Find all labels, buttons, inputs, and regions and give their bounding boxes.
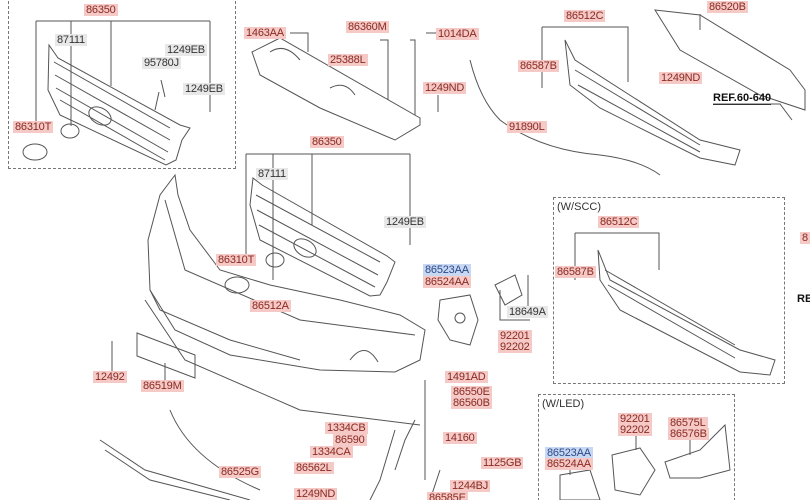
part-label[interactable]: 86525G xyxy=(219,466,261,478)
part-label[interactable]: 92201 xyxy=(498,330,532,342)
part-label[interactable]: 86560B xyxy=(451,397,492,409)
part-label[interactable]: 86587B xyxy=(555,266,596,278)
part-label[interactable]: 1249EB xyxy=(183,83,225,95)
part-label[interactable]: 91890L xyxy=(507,121,547,133)
part-label[interactable]: 1334CB xyxy=(325,422,368,434)
part-label[interactable]: 86350 xyxy=(310,136,344,148)
part-label[interactable]: 86524AA xyxy=(423,276,471,288)
part-label[interactable]: 1014DA xyxy=(436,28,479,40)
license-plate-and-trim xyxy=(99,332,261,500)
part-label[interactable]: 1249ND xyxy=(423,82,467,94)
part-label[interactable]: 18649A xyxy=(507,306,548,318)
part-label[interactable]: 86523AA xyxy=(545,447,593,459)
bumper-cover xyxy=(144,173,426,426)
radiator-cover xyxy=(251,32,439,141)
part-label[interactable]: 1249EB xyxy=(384,216,426,228)
lower-grille-scc xyxy=(574,232,776,376)
part-label[interactable]: 86590 xyxy=(333,434,367,446)
part-label[interactable]: 1249ND xyxy=(294,488,338,500)
part-label[interactable]: 1249EB xyxy=(165,44,207,56)
part-label[interactable]: 86575L xyxy=(668,417,708,429)
part-label[interactable]: 87111 xyxy=(55,34,87,46)
led-parts xyxy=(559,423,731,500)
part-label[interactable]: 86512A xyxy=(250,300,291,312)
part-label[interactable]: 86520B xyxy=(707,1,748,13)
part-label[interactable]: 86512C xyxy=(598,216,640,228)
part-label[interactable]: 1125GB xyxy=(481,457,524,469)
part-label[interactable]: 86360M xyxy=(346,21,389,33)
part-label[interactable]: 86512C xyxy=(564,10,606,22)
part-label[interactable]: 92202 xyxy=(618,424,652,436)
part-label[interactable]: 87111 xyxy=(256,168,288,180)
part-label[interactable]: 86350 xyxy=(84,4,118,16)
fog-lamp-parts xyxy=(369,274,530,500)
part-label[interactable]: 86550E xyxy=(451,386,492,398)
part-label[interactable]: 86562L xyxy=(294,462,334,474)
led-variant-box xyxy=(538,394,735,500)
part-label[interactable]: 14160 xyxy=(443,432,477,444)
scc-box-title: (W/SCC) xyxy=(557,201,601,213)
scc-variant-box xyxy=(553,197,785,384)
part-label[interactable]: 86519M xyxy=(141,380,184,392)
part-label[interactable]: 86585E xyxy=(427,492,468,500)
grille-center xyxy=(224,153,411,297)
part-label[interactable]: 86524AA xyxy=(545,458,593,470)
part-label[interactable]: 86310T xyxy=(216,254,257,266)
part-label[interactable]: 1244BJ xyxy=(450,480,491,492)
part-label-partial[interactable]: 8 xyxy=(800,232,810,244)
part-label[interactable]: 86310T xyxy=(13,121,54,133)
part-label[interactable]: 86523AA xyxy=(423,264,471,276)
surround-view-variant-box xyxy=(8,0,236,169)
part-label[interactable]: 86587B xyxy=(518,60,559,72)
part-label[interactable]: 12492 xyxy=(93,371,127,383)
grille-top-left xyxy=(22,20,211,166)
reference-link-partial[interactable]: RE xyxy=(797,293,810,305)
reference-link[interactable]: REF.60-640 xyxy=(713,92,772,105)
part-label[interactable]: 1491AD xyxy=(445,371,488,383)
part-label[interactable]: 1334CA xyxy=(310,446,353,458)
part-label[interactable]: 25388L xyxy=(328,54,368,66)
part-label[interactable]: 86576B xyxy=(668,428,709,440)
part-label[interactable]: 92202 xyxy=(498,341,532,353)
part-label[interactable]: 95780J xyxy=(142,57,181,69)
led-box-title: (W/LED) xyxy=(542,398,585,410)
part-label[interactable]: 92201 xyxy=(618,413,652,425)
part-label[interactable]: 1249ND xyxy=(659,72,703,84)
part-label[interactable]: 1463AA xyxy=(244,27,286,39)
